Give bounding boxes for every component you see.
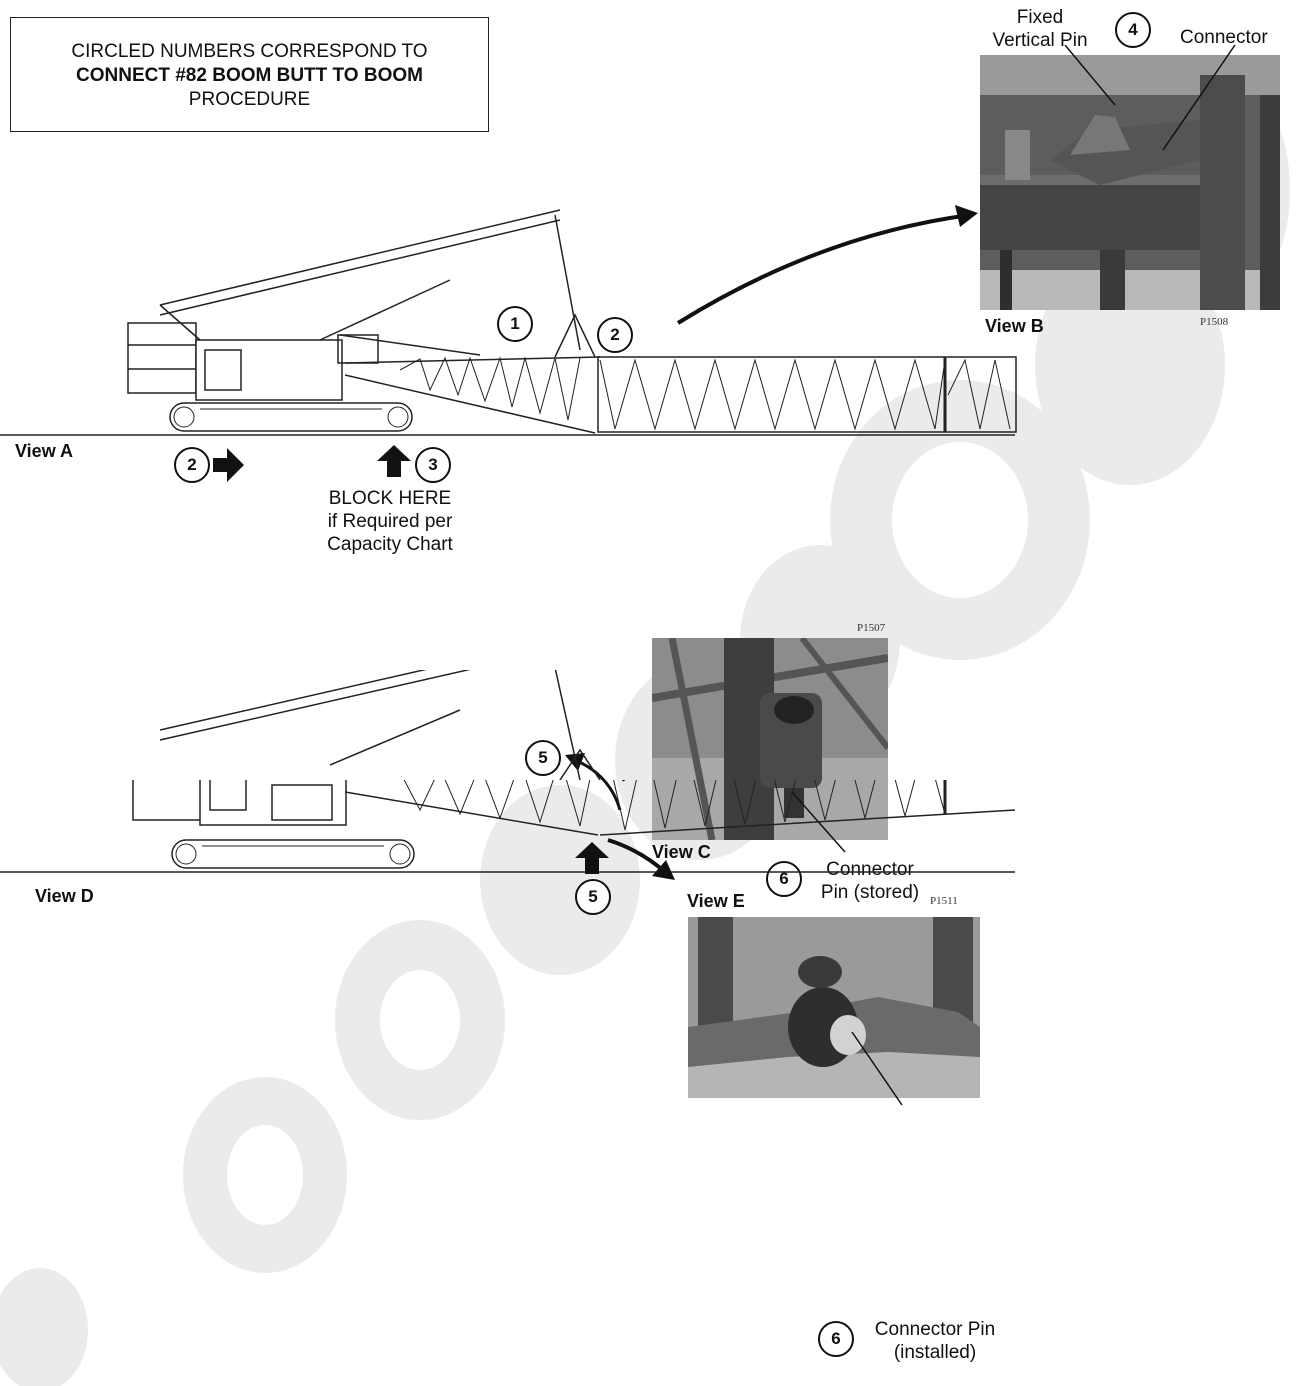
step-4-number: 4 [1128,20,1137,40]
block-up-arrow-icon-2 [575,842,609,874]
step-1-number: 1 [510,314,519,334]
block-here-note: BLOCK HERE if Required per Capacity Char… [290,487,490,556]
view-e-leader-line [850,1030,910,1110]
block-here-line-3: Capacity Chart [290,533,490,556]
view-d-crane-drawing [0,780,1020,890]
view-e-label: View E [687,891,745,912]
view-e-photo [688,917,980,1098]
step-5-circle-bottom: 5 [575,879,611,915]
connector-pin-installed-line-1: Connector Pin [860,1318,1010,1341]
step-3-circle: 3 [415,447,451,483]
view-e-photo-code: P1511 [930,895,958,907]
step-3-number: 3 [428,455,437,475]
block-here-line-2: if Required per [290,510,490,533]
view-b-label: View B [985,316,1044,337]
fixed-vertical-pin-line-1: Fixed [985,6,1095,29]
view-b-leader-lines [1045,45,1245,155]
step-6-circle-installed: 6 [818,1321,854,1357]
note-procedure-name: CONNECT #82 BOOM BUTT TO BOOM [11,64,488,88]
connector-pin-installed-label: Connector Pin (installed) [860,1318,1010,1364]
step-2-circle-crawler: 2 [174,447,210,483]
view-d-upper-works [0,670,1020,780]
note-line-1: CIRCLED NUMBERS CORRESPOND TO [11,40,488,64]
note-line-3: PROCEDURE [11,88,488,112]
step-6-number: 6 [831,1329,840,1349]
step-2-circle-boom: 2 [597,317,633,353]
step-1-circle: 1 [497,306,533,342]
step-5-number: 5 [588,887,597,907]
view-b-photo-code: P1508 [1200,316,1228,328]
view-c-photo-code: P1507 [857,622,885,634]
procedure-note-box: CIRCLED NUMBERS CORRESPOND TO CONNECT #8… [10,17,489,132]
block-up-arrow-icon [377,445,411,477]
view-a-label: View A [15,441,73,462]
step-2-number: 2 [610,325,619,345]
step-2-number: 2 [187,455,196,475]
block-here-line-1: BLOCK HERE [290,487,490,510]
view-d-label: View D [35,886,94,907]
travel-right-arrow-icon [213,448,245,482]
connector-pin-installed-line-2: (installed) [860,1341,1010,1364]
step-4-circle: 4 [1115,12,1151,48]
